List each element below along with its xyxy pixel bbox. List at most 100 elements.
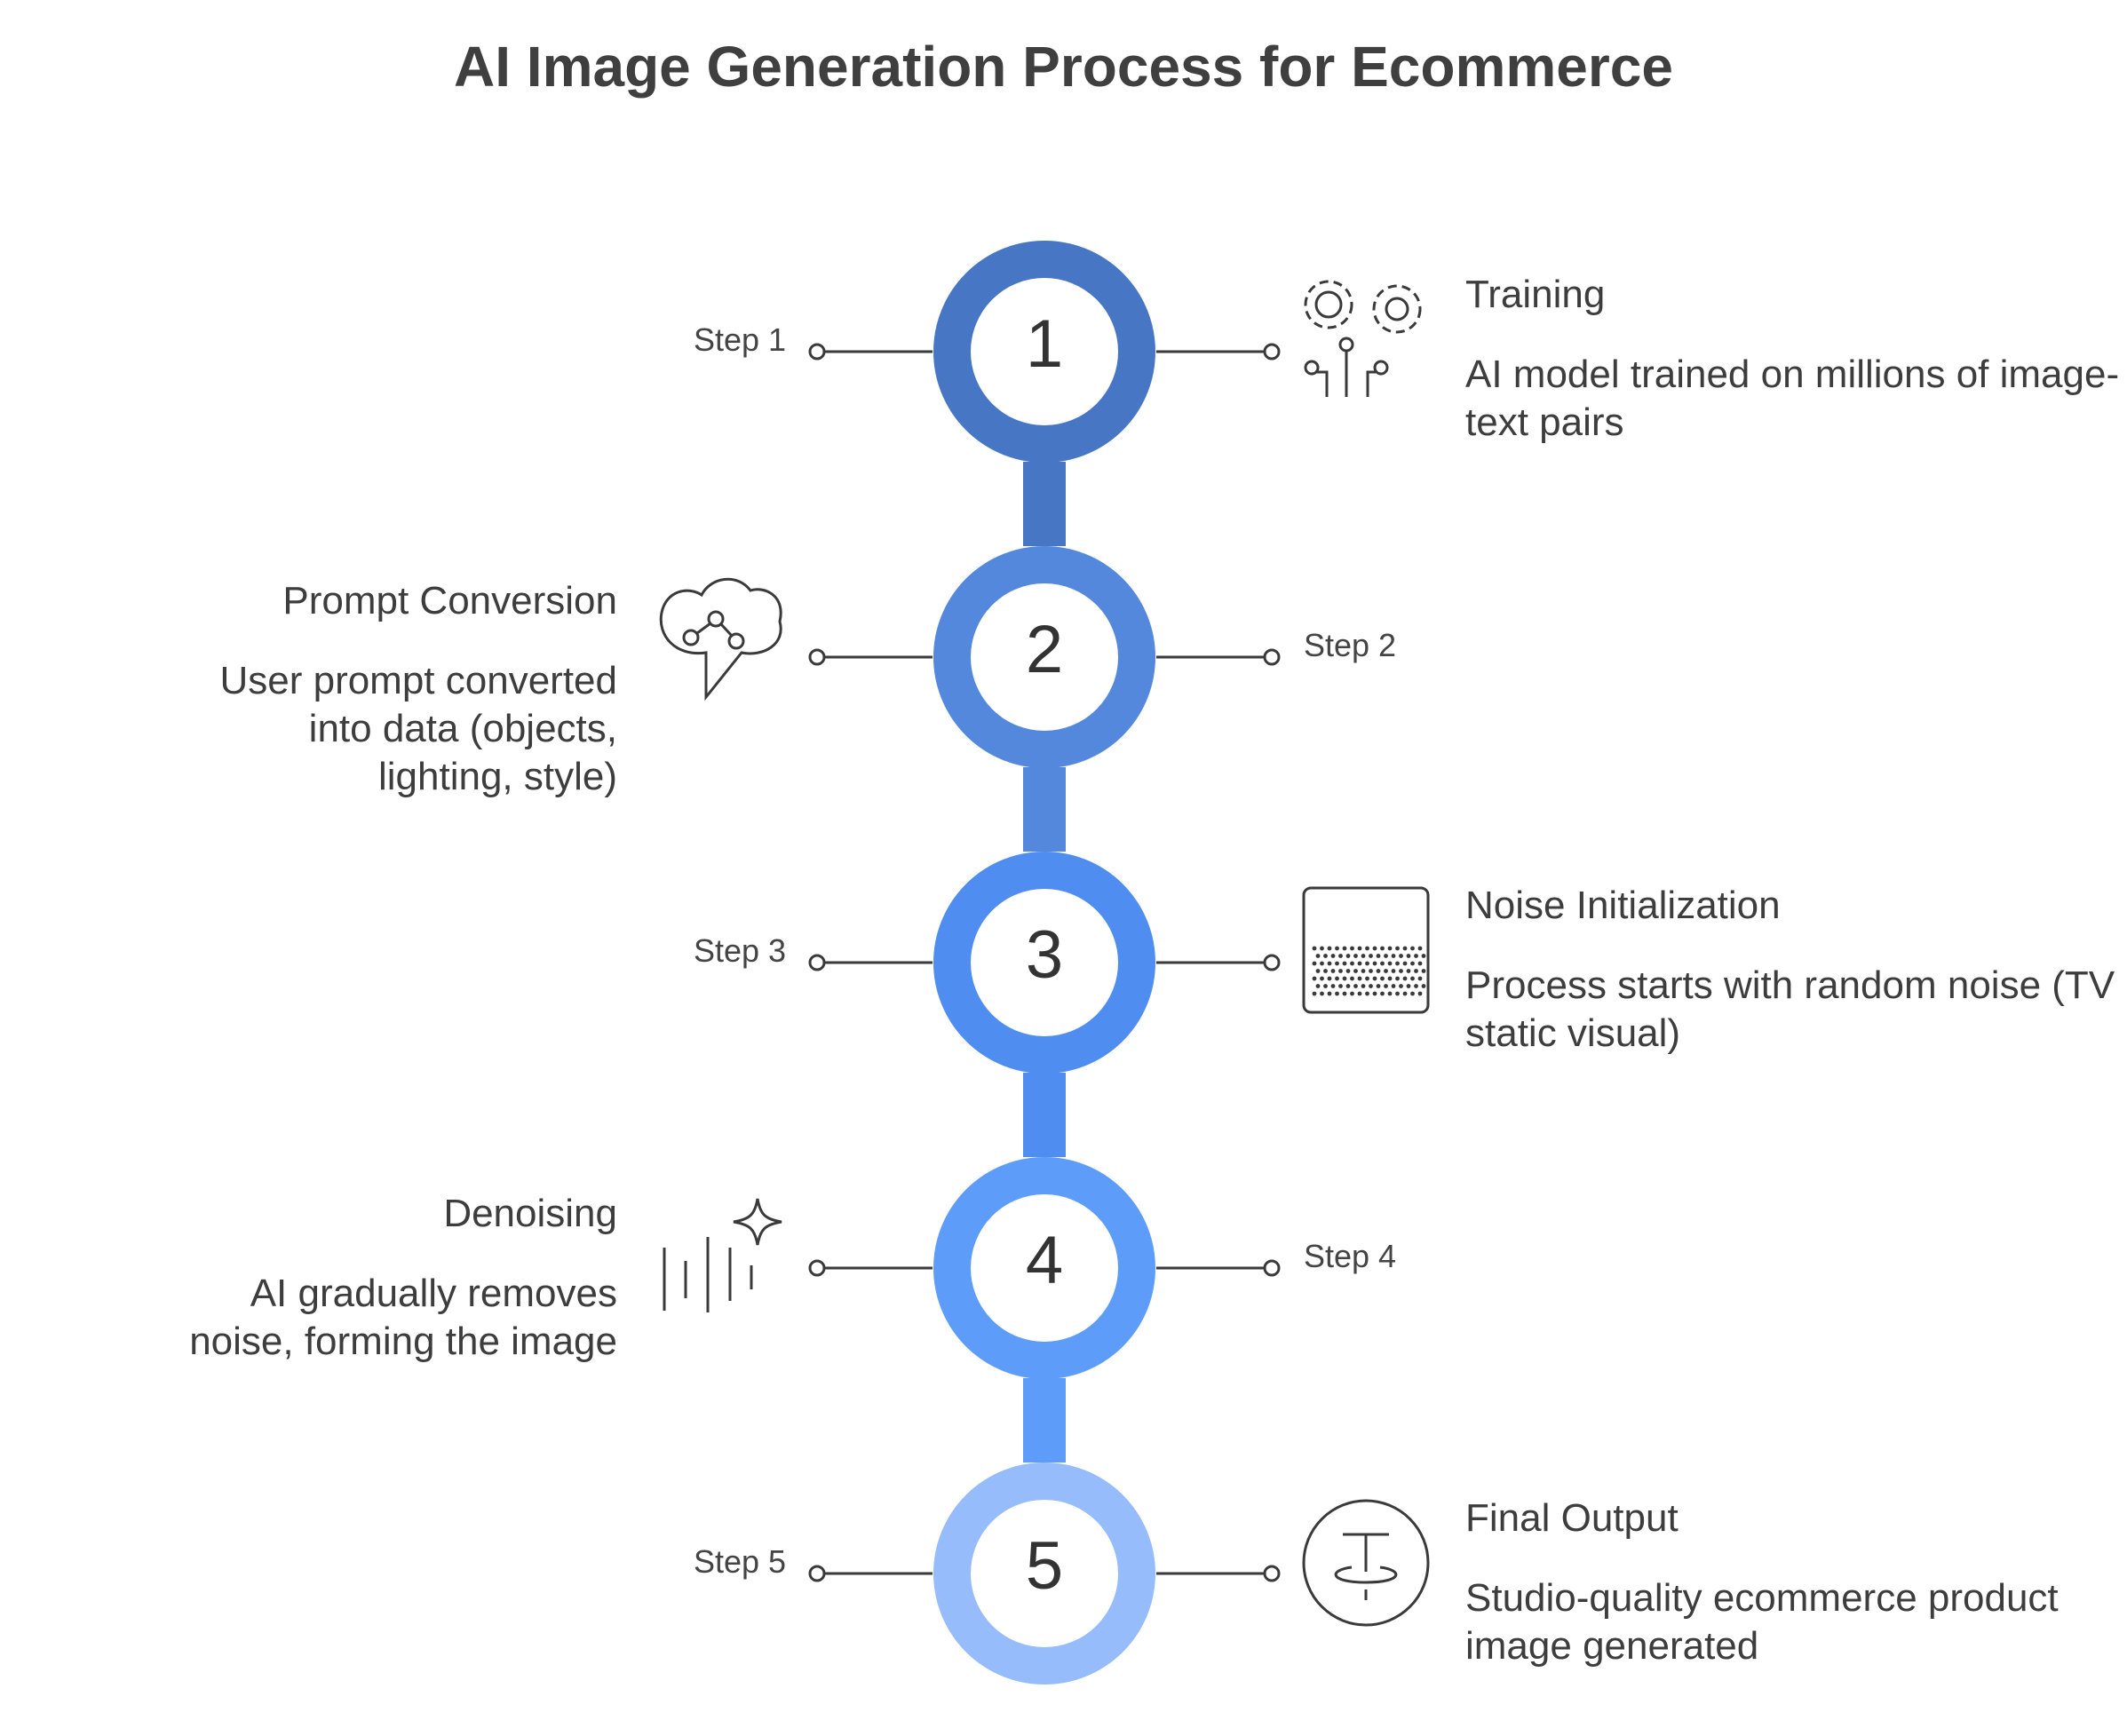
static-dot — [1365, 976, 1369, 981]
step-5-heading: Final Output — [1465, 1496, 1679, 1540]
diagram-title: AI Image Generation Process for Ecommerc… — [454, 35, 1673, 99]
static-dot — [1380, 946, 1385, 951]
step-5-number: 5 — [1025, 1528, 1064, 1604]
static-dot — [1399, 969, 1403, 973]
step-5-node — [808, 1463, 1281, 1684]
static-dot — [1387, 991, 1393, 996]
static-dot — [1365, 991, 1369, 996]
step-5-label: Step 5 — [694, 1543, 787, 1580]
step-1-label: Step 1 — [694, 321, 787, 358]
static-dot — [1330, 984, 1336, 988]
static-dot — [1384, 954, 1388, 958]
static-dot — [1395, 946, 1400, 951]
step-4-number: 4 — [1025, 1223, 1064, 1298]
static-dot — [1369, 984, 1373, 988]
step-3-right-endpoint — [1263, 954, 1281, 971]
static-dot — [1399, 954, 1403, 958]
step-3-number: 3 — [1025, 917, 1064, 993]
static-dot — [1410, 946, 1415, 951]
step-3-heading: Noise Initialization — [1465, 884, 1781, 927]
step-3-description: Process starts with random noise (TV sta… — [1465, 963, 2115, 1055]
static-dot — [1342, 976, 1347, 981]
connector-1-2 — [1023, 462, 1066, 546]
step-4-node — [808, 1157, 1281, 1379]
static-dot — [1315, 984, 1321, 988]
step-3-circle — [933, 852, 1155, 1074]
static-dot — [1353, 954, 1358, 958]
static-dot — [1365, 946, 1369, 951]
static-dot — [1376, 954, 1381, 958]
static-dot — [1380, 991, 1385, 996]
static-dot — [1410, 976, 1415, 981]
step-2-left-endpoint — [808, 648, 826, 666]
static-dot — [1402, 961, 1408, 966]
static-dot — [1384, 984, 1388, 988]
static-dot — [1372, 991, 1377, 996]
step-3-label: Step 3 — [694, 932, 787, 969]
step-5-description: Studio-quality ecommerce product image g… — [1465, 1576, 2059, 1668]
step-5-right-endpoint — [1263, 1565, 1281, 1582]
step-1-number: 1 — [1025, 306, 1064, 382]
static-dot — [1350, 991, 1354, 996]
step-4-left-endpoint — [808, 1259, 826, 1277]
step-3-node — [808, 852, 1281, 1074]
static-dot — [1402, 991, 1408, 996]
static-dot — [1320, 976, 1324, 981]
static-dot — [1387, 961, 1393, 966]
static-dot — [1350, 976, 1354, 981]
static-dot — [1345, 954, 1351, 958]
step-1-heading: Training — [1465, 273, 1606, 316]
sparkle-lines-icon — [663, 1198, 782, 1312]
step-4-circle — [933, 1157, 1155, 1379]
step-4-right-endpoint — [1263, 1259, 1281, 1277]
static-dot — [1421, 969, 1426, 973]
step-2-node — [808, 546, 1281, 768]
static-dot — [1417, 991, 1423, 996]
static-dot — [1315, 969, 1321, 973]
step-1-right-endpoint — [1263, 343, 1281, 361]
static-dot — [1323, 969, 1328, 973]
static-dot — [1372, 976, 1377, 981]
step-2-number: 2 — [1025, 612, 1064, 687]
step-5-left-endpoint — [808, 1565, 826, 1582]
static-dot — [1350, 961, 1354, 966]
static-dot — [1395, 976, 1400, 981]
static-dot — [1417, 946, 1423, 951]
static-dot — [1417, 976, 1423, 981]
static-dot — [1312, 946, 1317, 951]
static-dot — [1399, 984, 1403, 988]
static-dot — [1335, 976, 1339, 981]
static-dot — [1338, 969, 1343, 973]
connector-4-5 — [1023, 1378, 1066, 1463]
gears-circuit-icon — [1304, 280, 1422, 397]
static-dot — [1376, 984, 1381, 988]
step-1-circle — [933, 241, 1155, 463]
static-dot — [1391, 969, 1396, 973]
static-dot — [1327, 961, 1332, 966]
static-dot — [1391, 984, 1396, 988]
tv-static-icon — [1302, 886, 1430, 1014]
static-dot — [1330, 954, 1336, 958]
speech-bubble-nodes-icon — [659, 577, 782, 702]
static-dot — [1345, 984, 1351, 988]
static-dot — [1395, 991, 1400, 996]
static-dot — [1345, 969, 1351, 973]
static-dot — [1323, 954, 1328, 958]
static-dot — [1327, 976, 1332, 981]
step-1-node — [808, 241, 1281, 463]
static-dot — [1402, 946, 1408, 951]
step-1-left-endpoint — [808, 343, 826, 361]
step-5-circle — [933, 1463, 1155, 1684]
step-4-heading: Denoising — [443, 1192, 617, 1235]
static-dot — [1312, 976, 1317, 981]
static-dot — [1406, 969, 1411, 973]
static-dot — [1410, 961, 1415, 966]
static-dot — [1330, 969, 1336, 973]
step-4-description: AI gradually removes noise, forming the … — [189, 1272, 617, 1363]
static-dot — [1357, 976, 1362, 981]
static-dot — [1312, 961, 1317, 966]
static-dot — [1335, 991, 1339, 996]
static-dot — [1361, 954, 1366, 958]
static-dot — [1421, 984, 1426, 988]
